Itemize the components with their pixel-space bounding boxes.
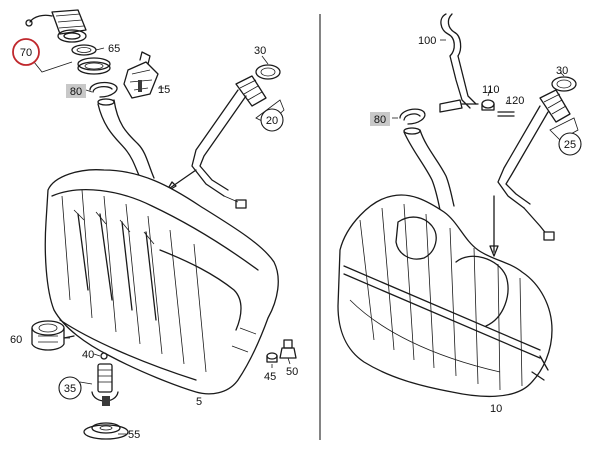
fuel-cap-part — [25, 9, 87, 43]
callout-80-right-box — [370, 112, 390, 126]
callout-110-label[interactable]: 110 — [482, 84, 500, 96]
cover-plate-part — [83, 422, 129, 440]
callout-25[interactable]: 25 — [558, 132, 582, 156]
callout-70-highlight — [12, 38, 40, 66]
callout-20-label: 20 — [266, 115, 278, 127]
callout-70[interactable]: 70 — [12, 38, 40, 66]
callout-100-label[interactable]: 100 — [418, 35, 436, 47]
callout-5-label[interactable]: 5 — [196, 396, 202, 408]
gasket-part — [71, 44, 97, 56]
callout-15-label[interactable]: 15 — [158, 84, 170, 96]
clamp-ring-part — [89, 81, 118, 98]
callout-65-label[interactable]: 65 — [108, 43, 120, 55]
filler-ring-part — [77, 57, 111, 75]
callout-60-label[interactable]: 60 — [10, 334, 22, 346]
vent-hose-part — [439, 13, 479, 113]
right-assembly — [337, 13, 577, 398]
left-assembly — [25, 9, 297, 440]
callout-80-right[interactable]: 80 — [370, 112, 390, 126]
callout-25-label: 25 — [564, 139, 576, 151]
callout-80-left-box — [66, 84, 86, 98]
callout-55-label[interactable]: 55 — [128, 429, 140, 441]
leader-lines-right — [392, 39, 579, 141]
filter-part — [91, 352, 119, 406]
callout-40-label[interactable]: 40 — [82, 349, 94, 361]
callout-35[interactable]: 35 — [58, 376, 82, 400]
callout-70-label: 70 — [20, 47, 32, 59]
callout-20[interactable]: 20 — [260, 108, 284, 132]
filler-pipe — [97, 98, 155, 183]
callout-35-label: 35 — [64, 383, 76, 395]
fittings-part — [266, 339, 297, 363]
callout-10-label[interactable]: 10 — [490, 403, 502, 415]
valve-unit-part — [123, 51, 159, 99]
callout-45-label[interactable]: 45 — [264, 371, 276, 383]
callout-80-left[interactable]: 80 — [66, 84, 86, 98]
clamp-ring-right-part — [399, 108, 426, 125]
sender-unit-part — [191, 64, 281, 209]
hose-clip-part — [481, 99, 515, 117]
callout-80-left-label: 80 — [70, 86, 82, 98]
callout-120-label[interactable]: 120 — [506, 95, 524, 107]
callout-30-right-label[interactable]: 30 — [556, 65, 568, 77]
fuel-tank-right — [337, 194, 553, 398]
callout-30-left-label[interactable]: 30 — [254, 45, 266, 57]
callout-50-label[interactable]: 50 — [286, 366, 298, 378]
fuel-tank-left — [44, 169, 279, 395]
sender-unit-right-part — [497, 76, 577, 241]
filler-pipe-right — [403, 127, 455, 211]
callout-80-right-label: 80 — [374, 114, 386, 126]
